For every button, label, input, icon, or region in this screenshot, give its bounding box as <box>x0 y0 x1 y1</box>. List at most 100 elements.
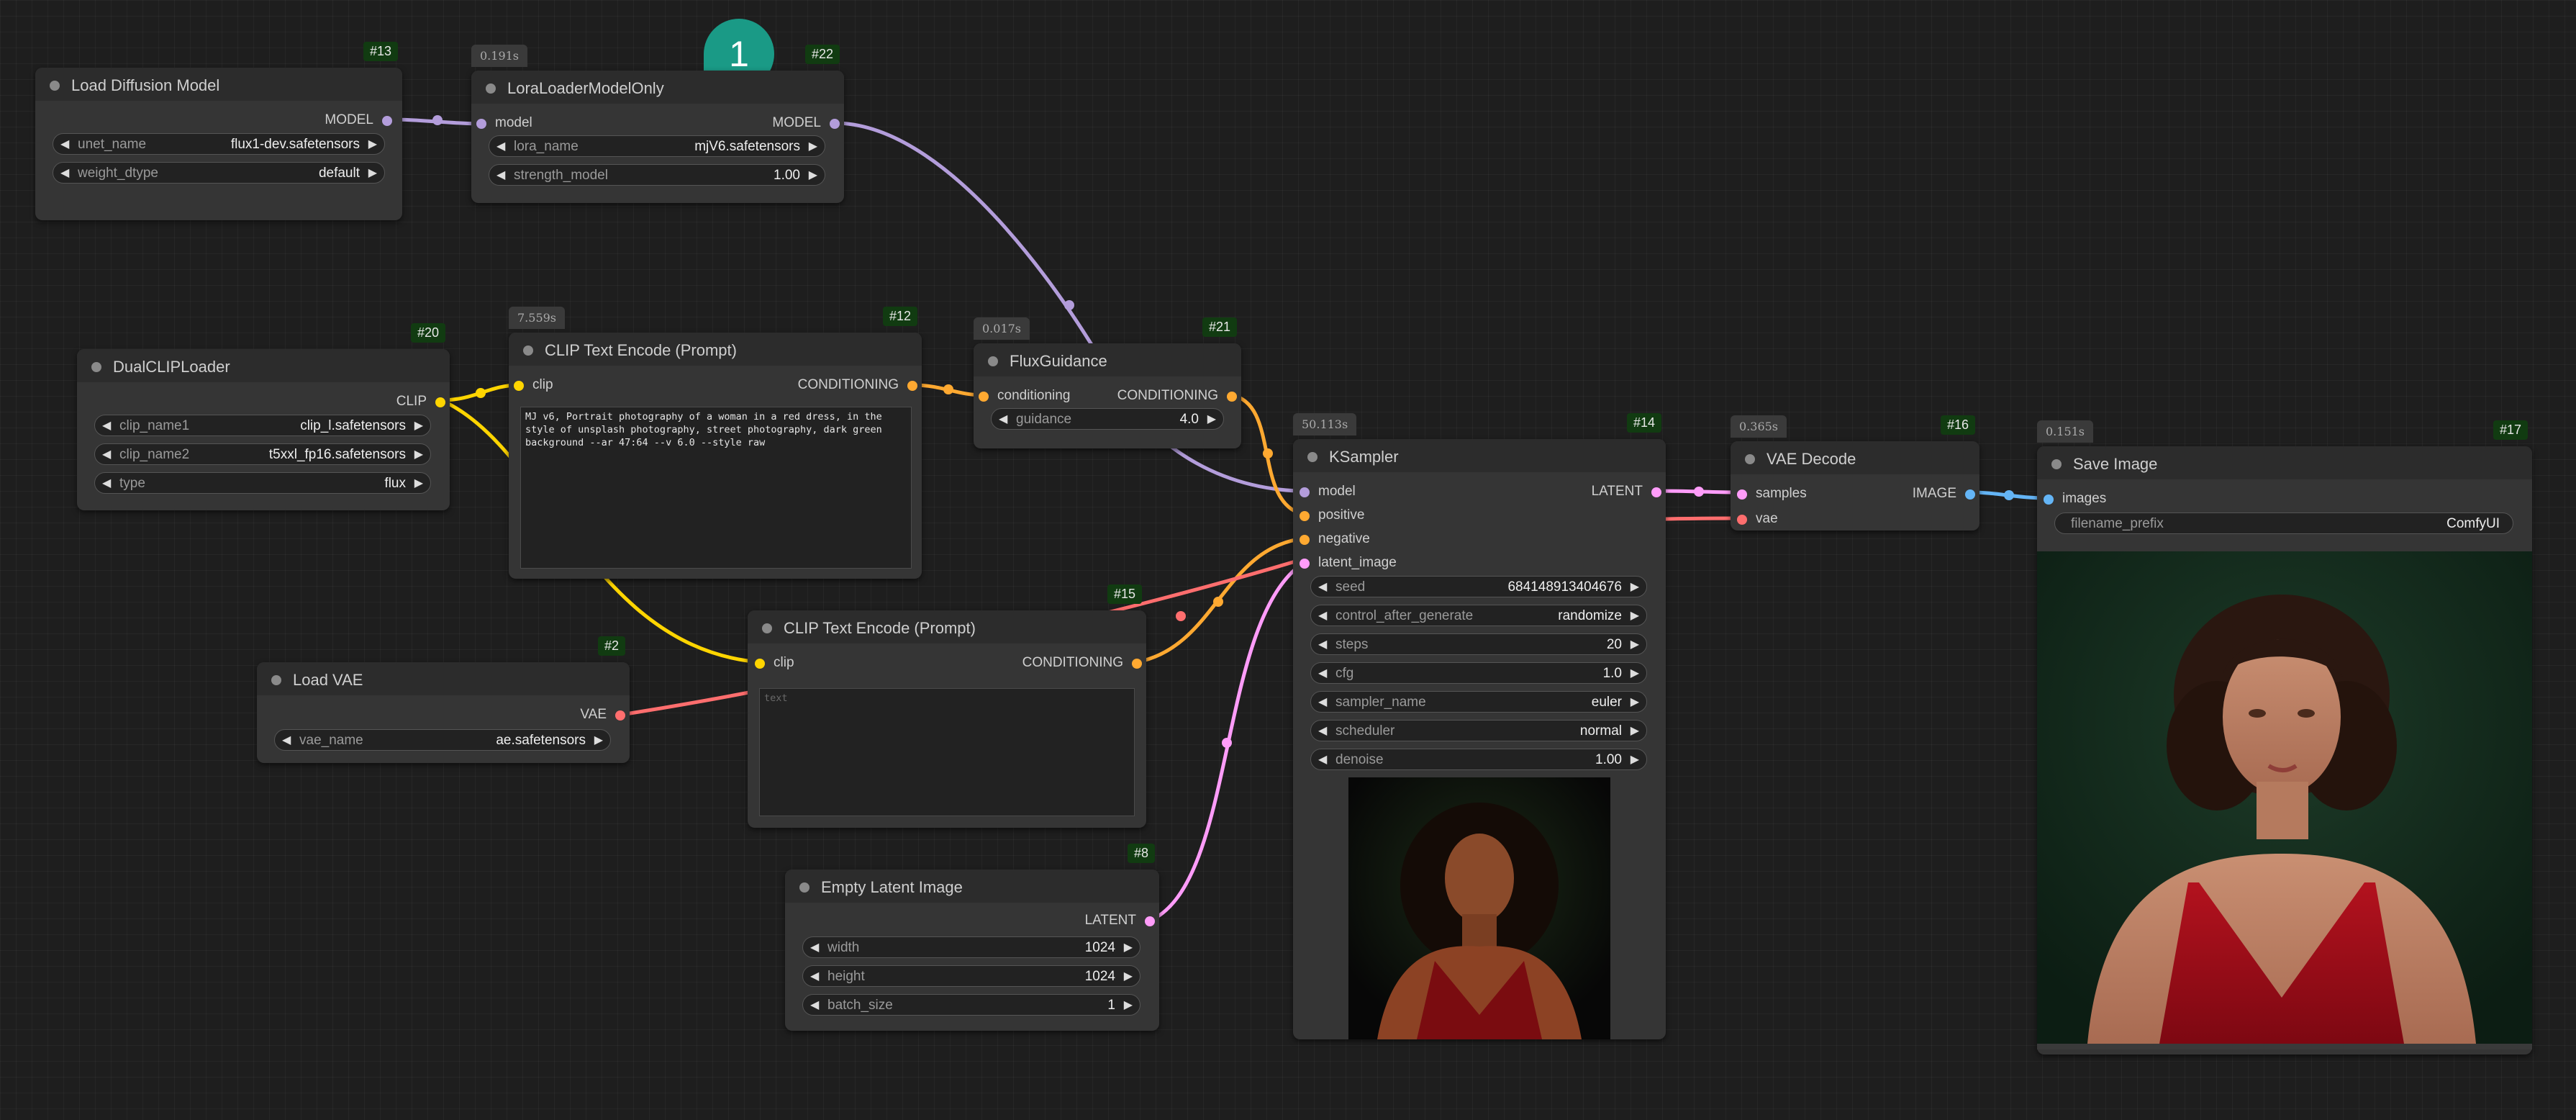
increment-arrow-icon[interactable]: ▶ <box>1207 413 1216 425</box>
node-title-bar[interactable]: LoraLoaderModelOnly <box>471 71 844 104</box>
widget-batch-size[interactable]: ◀ batch_size 1 ▶ <box>802 994 1140 1016</box>
collapse-dot-icon[interactable] <box>486 83 496 94</box>
input-slot-conditioning[interactable]: conditioning <box>979 388 1070 404</box>
prompt-textarea[interactable]: MJ v6, Portrait photography of a woman i… <box>520 407 912 569</box>
node-title-bar[interactable]: KSampler <box>1293 439 1666 472</box>
increment-arrow-icon[interactable]: ▶ <box>808 140 817 153</box>
node-flux-guidance[interactable]: 0.017s #21 FluxGuidance conditioning CON… <box>974 317 1241 448</box>
node-title-bar[interactable]: FluxGuidance <box>974 343 1241 376</box>
slot-dot-icon[interactable] <box>435 397 445 407</box>
node-load-vae[interactable]: #2 Load VAE VAE ◀ vae_name ae.safetensor… <box>257 636 630 763</box>
node-vae-decode[interactable]: 0.365s #16 VAE Decode samples vae IMAGE <box>1731 415 1979 530</box>
node-title-bar[interactable]: Load VAE <box>257 662 630 695</box>
increment-arrow-icon[interactable]: ▶ <box>808 169 817 181</box>
increment-arrow-icon[interactable]: ▶ <box>594 734 603 746</box>
slot-dot-icon[interactable] <box>1132 659 1142 669</box>
decrement-arrow-icon[interactable]: ◀ <box>60 138 70 150</box>
slot-dot-icon[interactable] <box>1300 535 1310 545</box>
increment-arrow-icon[interactable]: ▶ <box>368 167 377 179</box>
node-empty-latent-image[interactable]: #8 Empty Latent Image LATENT ◀ width 102… <box>785 844 1159 1031</box>
node-title-bar[interactable]: Save Image <box>2037 446 2532 479</box>
slot-dot-icon[interactable] <box>1965 489 1975 500</box>
widget-weight-dtype[interactable]: ◀ weight_dtype default ▶ <box>53 162 385 184</box>
node-dual-clip-loader[interactable]: #20 DualCLIPLoader CLIP ◀ clip_name1 cli… <box>77 323 450 510</box>
widget-seed[interactable]: ◀ seed 684148913404676 ▶ <box>1310 576 1647 597</box>
input-slot-clip[interactable]: clip <box>755 655 794 671</box>
slot-dot-icon[interactable] <box>382 116 392 126</box>
increment-arrow-icon[interactable]: ▶ <box>1630 610 1639 622</box>
input-slot-model[interactable]: model <box>1300 484 1356 500</box>
slot-dot-icon[interactable] <box>1737 489 1747 500</box>
widget-scheduler[interactable]: ◀ scheduler normal ▶ <box>1310 720 1647 741</box>
decrement-arrow-icon[interactable]: ◀ <box>1318 638 1328 651</box>
slot-dot-icon[interactable] <box>1145 916 1155 926</box>
increment-arrow-icon[interactable]: ▶ <box>368 138 377 150</box>
slot-dot-icon[interactable] <box>830 119 840 129</box>
node-clip-text-encode-positive[interactable]: 7.559s #12 CLIP Text Encode (Prompt) cli… <box>509 307 922 579</box>
output-slot-conditioning[interactable]: CONDITIONING <box>1117 388 1237 404</box>
node-title-bar[interactable]: DualCLIPLoader <box>77 349 450 382</box>
decrement-arrow-icon[interactable]: ◀ <box>1318 610 1328 622</box>
output-slot-model[interactable]: MODEL <box>772 115 840 131</box>
increment-arrow-icon[interactable]: ▶ <box>1123 999 1133 1011</box>
collapse-dot-icon[interactable] <box>988 356 998 366</box>
slot-dot-icon[interactable] <box>907 381 917 391</box>
slot-dot-icon[interactable] <box>2044 494 2054 505</box>
node-title-bar[interactable]: CLIP Text Encode (Prompt) <box>748 610 1146 643</box>
slot-dot-icon[interactable] <box>1651 487 1661 497</box>
collapse-dot-icon[interactable] <box>762 623 772 633</box>
collapse-dot-icon[interactable] <box>1745 454 1755 464</box>
slot-dot-icon[interactable] <box>1300 511 1310 521</box>
node-title-bar[interactable]: CLIP Text Encode (Prompt) <box>509 333 922 366</box>
slot-dot-icon[interactable] <box>1300 487 1310 497</box>
slot-dot-icon[interactable] <box>514 381 524 391</box>
slot-dot-icon[interactable] <box>1227 392 1237 402</box>
slot-dot-icon[interactable] <box>615 710 625 721</box>
decrement-arrow-icon[interactable]: ◀ <box>999 413 1008 425</box>
output-slot-vae[interactable]: VAE <box>580 707 625 723</box>
node-load-diffusion-model[interactable]: #13 Load Diffusion Model MODEL ◀ unet_na… <box>35 42 402 220</box>
widget-sampler-name[interactable]: ◀ sampler_name euler ▶ <box>1310 691 1647 713</box>
widget-height[interactable]: ◀ height 1024 ▶ <box>802 965 1140 987</box>
widget-vae-name[interactable]: ◀ vae_name ae.safetensors ▶ <box>274 729 611 751</box>
input-slot-latent-image[interactable]: latent_image <box>1300 555 1397 571</box>
decrement-arrow-icon[interactable]: ◀ <box>1318 581 1328 593</box>
collapse-dot-icon[interactable] <box>91 362 101 372</box>
node-ksampler[interactable]: 50.113s #14 KSampler model positive nega… <box>1293 413 1666 1039</box>
increment-arrow-icon[interactable]: ▶ <box>1630 725 1639 737</box>
output-slot-latent[interactable]: LATENT <box>1085 913 1155 929</box>
collapse-dot-icon[interactable] <box>1307 452 1318 462</box>
output-slot-clip[interactable]: CLIP <box>396 394 445 410</box>
widget-width[interactable]: ◀ width 1024 ▶ <box>802 936 1140 958</box>
decrement-arrow-icon[interactable]: ◀ <box>810 970 820 983</box>
decrement-arrow-icon[interactable]: ◀ <box>60 167 70 179</box>
increment-arrow-icon[interactable]: ▶ <box>1630 638 1639 651</box>
increment-arrow-icon[interactable]: ▶ <box>414 420 423 432</box>
widget-denoise[interactable]: ◀ denoise 1.00 ▶ <box>1310 749 1647 770</box>
decrement-arrow-icon[interactable]: ◀ <box>496 169 506 181</box>
increment-arrow-icon[interactable]: ▶ <box>414 448 423 461</box>
output-slot-conditioning[interactable]: CONDITIONING <box>1022 655 1142 671</box>
input-slot-images[interactable]: images <box>2044 491 2106 507</box>
slot-dot-icon[interactable] <box>755 659 765 669</box>
widget-clip-type[interactable]: ◀ type flux ▶ <box>94 472 431 494</box>
decrement-arrow-icon[interactable]: ◀ <box>102 448 112 461</box>
input-slot-negative[interactable]: negative <box>1300 531 1370 547</box>
output-slot-image[interactable]: IMAGE <box>1913 486 1975 502</box>
widget-filename-prefix[interactable]: filename_prefix ComfyUI <box>2054 512 2513 534</box>
decrement-arrow-icon[interactable]: ◀ <box>102 477 112 489</box>
decrement-arrow-icon[interactable]: ◀ <box>1318 696 1328 708</box>
increment-arrow-icon[interactable]: ▶ <box>1630 667 1639 679</box>
collapse-dot-icon[interactable] <box>799 882 809 893</box>
input-slot-clip[interactable]: clip <box>514 377 553 393</box>
decrement-arrow-icon[interactable]: ◀ <box>282 734 291 746</box>
widget-unet-name[interactable]: ◀ unet_name flux1-dev.safetensors ▶ <box>53 133 385 155</box>
widget-clip-name2[interactable]: ◀ clip_name2 t5xxl_fp16.safetensors ▶ <box>94 443 431 465</box>
decrement-arrow-icon[interactable]: ◀ <box>496 140 506 153</box>
input-slot-samples[interactable]: samples <box>1737 486 1807 502</box>
increment-arrow-icon[interactable]: ▶ <box>1123 970 1133 983</box>
increment-arrow-icon[interactable]: ▶ <box>1630 696 1639 708</box>
widget-guidance[interactable]: ◀ guidance 4.0 ▶ <box>991 408 1224 430</box>
prompt-textarea[interactable]: text <box>759 688 1135 816</box>
widget-clip-name1[interactable]: ◀ clip_name1 clip_l.safetensors ▶ <box>94 415 431 436</box>
